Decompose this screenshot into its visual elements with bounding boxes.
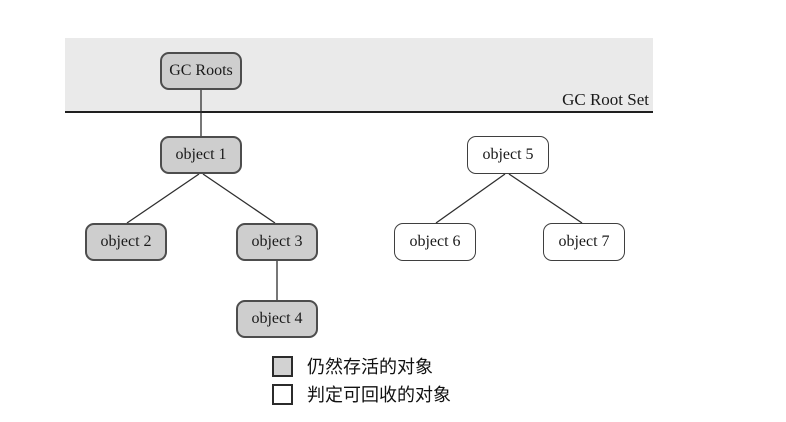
legend-label-recyclable: 判定可回收的对象: [307, 385, 451, 405]
node-object-7: object 7: [543, 223, 625, 261]
legend-label-alive: 仍然存活的对象: [307, 357, 433, 377]
node-object-6: object 6: [394, 223, 476, 261]
node-object-1: object 1: [160, 136, 242, 174]
node-object-3: object 3: [236, 223, 318, 261]
edge-object1-object2: [126, 173, 200, 224]
node-object-5: object 5: [467, 136, 549, 174]
legend-row-recyclable: 判定可回收的对象: [272, 380, 451, 408]
node-object-4: object 4: [236, 300, 318, 338]
legend-swatch-alive: [272, 355, 293, 377]
legend-row-alive: 仍然存活的对象: [272, 352, 451, 380]
gc-root-set-label: GC Root Set: [562, 90, 649, 109]
edge-object5-object6: [435, 173, 506, 224]
gc-root-set-band: GC Root Set: [65, 38, 653, 113]
legend: 仍然存活的对象 判定可回收的对象: [272, 352, 451, 408]
legend-swatch-recyclable: [272, 383, 293, 405]
edge-object1-object3: [202, 173, 276, 224]
node-object-2: object 2: [85, 223, 167, 261]
edge-object5-object7: [508, 173, 583, 224]
node-gc-roots: GC Roots: [160, 52, 242, 90]
